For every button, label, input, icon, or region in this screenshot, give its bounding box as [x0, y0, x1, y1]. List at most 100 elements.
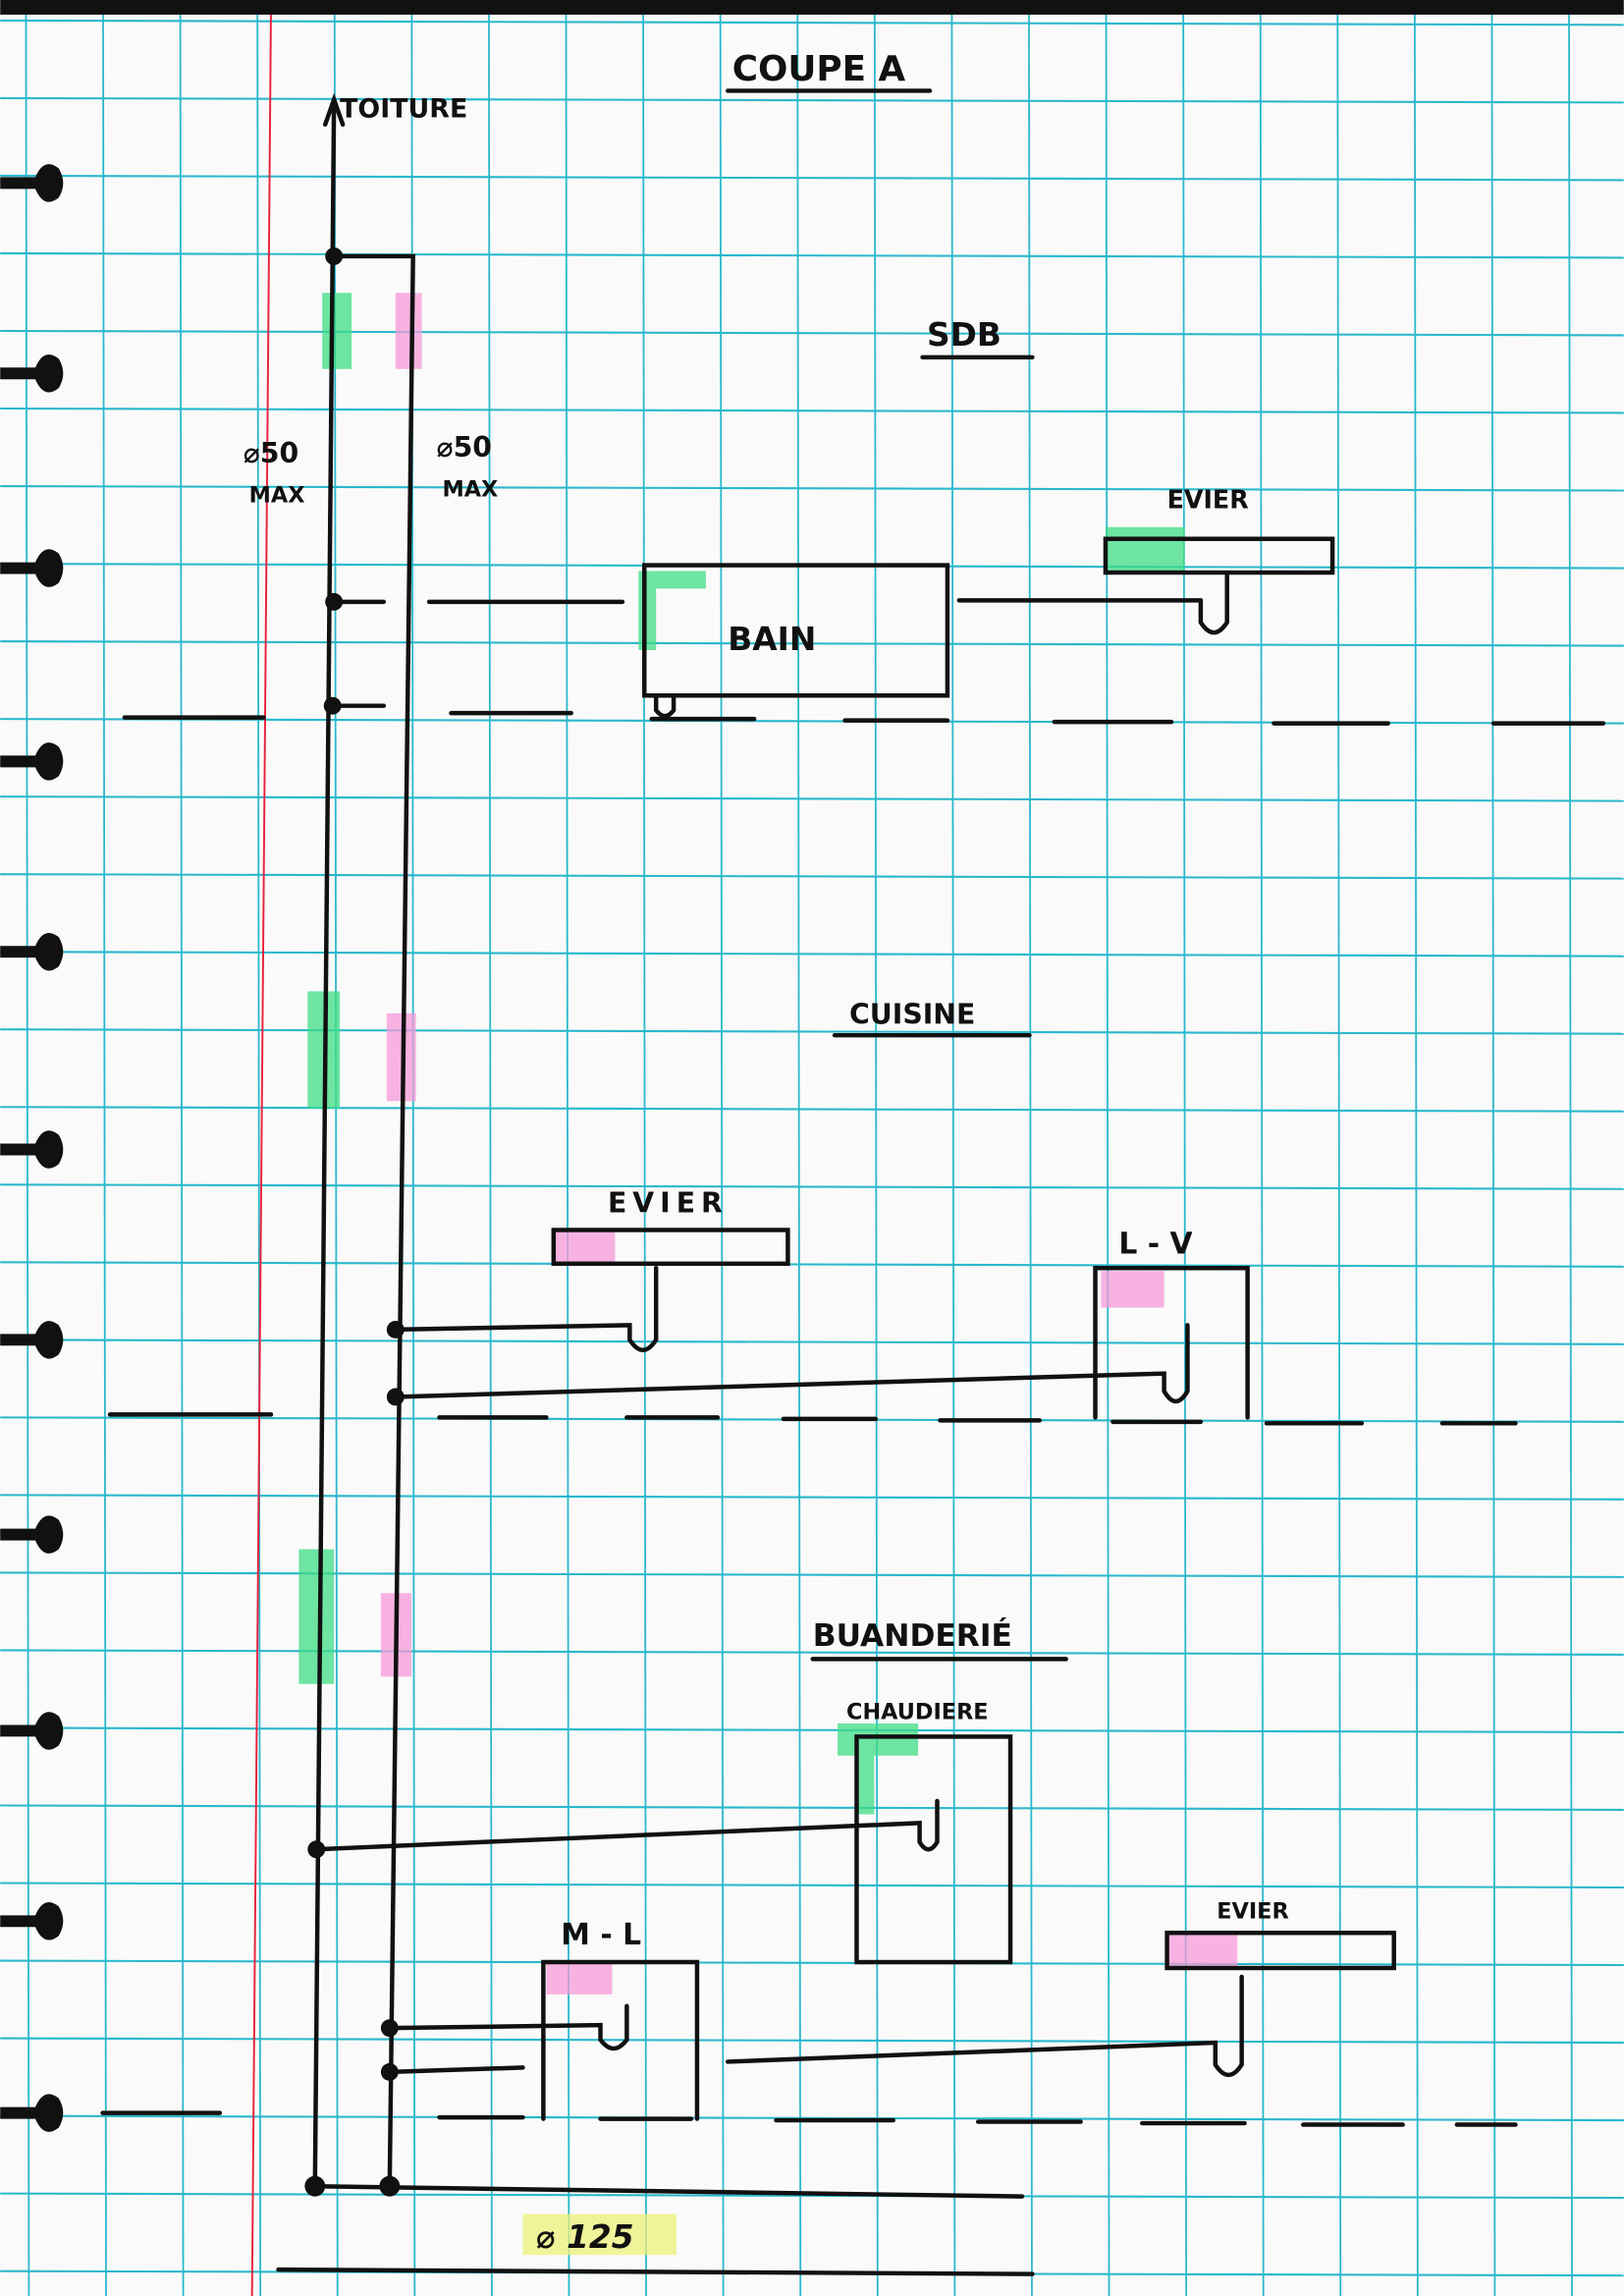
- dishwasher-box: [1093, 1266, 1250, 1420]
- binder-hole: [0, 1902, 64, 1941]
- cuisine-label: CUISINE: [849, 998, 975, 1030]
- grid-line-horizontal: [0, 407, 1624, 414]
- right-diameter-label: ⌀50: [437, 431, 492, 464]
- kitchen-sink-drain: [393, 1266, 659, 1352]
- kitchen-sink-pink-mark: [553, 1230, 616, 1264]
- boiler-drain: [312, 1798, 940, 1852]
- grid-line-horizontal: [0, 19, 1624, 27]
- junction-dot: [323, 696, 342, 715]
- junction-dot: [304, 2175, 326, 2197]
- dishwasher-pink-mark: [1101, 1271, 1164, 1308]
- spare-drain: [387, 2065, 525, 2075]
- grid-line-horizontal: [0, 640, 1624, 647]
- binder-holes: [0, 164, 64, 2132]
- bath-tub: [642, 563, 950, 698]
- grid-line-vertical: [256, 0, 262, 2296]
- binder-hole: [0, 2094, 64, 2132]
- junction-dot: [380, 2062, 399, 2081]
- grid-line-vertical: [796, 0, 802, 2296]
- buanderie-label: BUANDERIÉ: [813, 1616, 1012, 1654]
- laundry-sink-label: EVIER: [1217, 1898, 1288, 1924]
- dishwasher-label: L - V: [1118, 1227, 1192, 1261]
- cuisine-floor-line: [107, 1412, 1518, 1426]
- junction-dots: [304, 246, 405, 2197]
- grid-line-vertical: [179, 0, 185, 2296]
- grid-line-vertical: [1259, 0, 1265, 2296]
- roof-label: TOITURE: [340, 93, 467, 124]
- grid-line-horizontal: [0, 251, 1624, 259]
- grid-line-vertical: [719, 0, 725, 2296]
- left-diameter-label: ⌀50: [244, 437, 298, 469]
- washer-box: [541, 1959, 700, 2121]
- margin-line: [250, 0, 273, 2296]
- left-vent-stack: [312, 100, 337, 2189]
- grid-line-horizontal: [0, 1571, 1624, 1578]
- grid-line-horizontal: [0, 2037, 1624, 2045]
- sdb-sink-label: EVIER: [1167, 484, 1249, 514]
- bath-trap: [653, 693, 677, 719]
- kitchen-sink: [551, 1228, 790, 1267]
- washer-drain: [387, 2003, 629, 2051]
- grid-line-horizontal: [0, 1028, 1624, 1035]
- grid-line-vertical: [565, 0, 570, 2296]
- dishwasher-drain: [393, 1323, 1190, 1404]
- grid-line-vertical: [1182, 0, 1188, 2296]
- grid-line-vertical: [1568, 0, 1573, 2296]
- sdb-sink-trap: [1198, 573, 1229, 635]
- main-drain-label: ⌀ 125: [536, 2218, 634, 2256]
- grid-line-horizontal: [0, 484, 1624, 492]
- grid-line-vertical: [102, 0, 107, 2296]
- binder-hole: [0, 1130, 64, 1169]
- pink-highlight: [395, 293, 422, 369]
- grid-line-horizontal: [0, 1959, 1624, 1967]
- grid-line-vertical: [1413, 0, 1419, 2296]
- grid-line-horizontal: [0, 174, 1624, 182]
- binder-hole: [0, 742, 64, 781]
- scan-border: [0, 0, 1624, 15]
- buanderie-floor-line: [100, 2110, 1518, 2127]
- sdb-floor-line: [122, 703, 1606, 726]
- grid-line-horizontal: [0, 1804, 1624, 1812]
- grid-line-horizontal: [0, 329, 1624, 337]
- title-label: COUPE A: [732, 49, 906, 89]
- grid-line-horizontal: [0, 795, 1624, 802]
- grid-line-vertical: [950, 0, 956, 2296]
- junction-dot: [307, 1840, 326, 1859]
- bath-green-mark: [638, 571, 706, 651]
- grid-line-horizontal: [0, 1106, 1624, 1113]
- boiler-label: CHAUDIERE: [846, 1700, 989, 1725]
- drain-yellow-mark: [522, 2214, 677, 2256]
- washer-label: M - L: [561, 1918, 641, 1952]
- grid-line-horizontal: [0, 2192, 1624, 2200]
- right-waste-stack: [331, 253, 415, 2189]
- grid-line-vertical: [1490, 0, 1496, 2296]
- green-highlight: [322, 293, 352, 369]
- sdb-sink-green-mark: [1105, 526, 1185, 572]
- junction-dot: [386, 1320, 405, 1339]
- sdb-level-line: [331, 598, 1204, 605]
- junction-dot: [379, 2175, 401, 2197]
- arrow-up-icon: [322, 92, 346, 127]
- junction-dot: [386, 1388, 405, 1406]
- laundry-sink-pink-mark: [1166, 1933, 1238, 1968]
- junction-dot: [380, 2019, 399, 2038]
- grid-line-horizontal: [0, 873, 1624, 880]
- binder-hole: [0, 932, 64, 971]
- green-highlight: [298, 1549, 335, 1684]
- bath-label: BAIN: [728, 621, 816, 658]
- grid-line-vertical: [642, 0, 647, 2296]
- grid-line-vertical: [333, 0, 339, 2296]
- binder-hole: [0, 1712, 64, 1750]
- kitchen-sink-label: EVIER: [608, 1187, 729, 1220]
- junction-dot: [325, 592, 344, 611]
- grid-line-horizontal: [0, 1494, 1624, 1501]
- ink-drawing: [100, 88, 1606, 2276]
- grid-line-horizontal: [0, 1183, 1624, 1190]
- binder-hole: [0, 549, 64, 587]
- grid-line-horizontal: [0, 1726, 1624, 1733]
- grid-line-vertical: [1105, 0, 1110, 2296]
- grid-line-vertical: [873, 0, 879, 2296]
